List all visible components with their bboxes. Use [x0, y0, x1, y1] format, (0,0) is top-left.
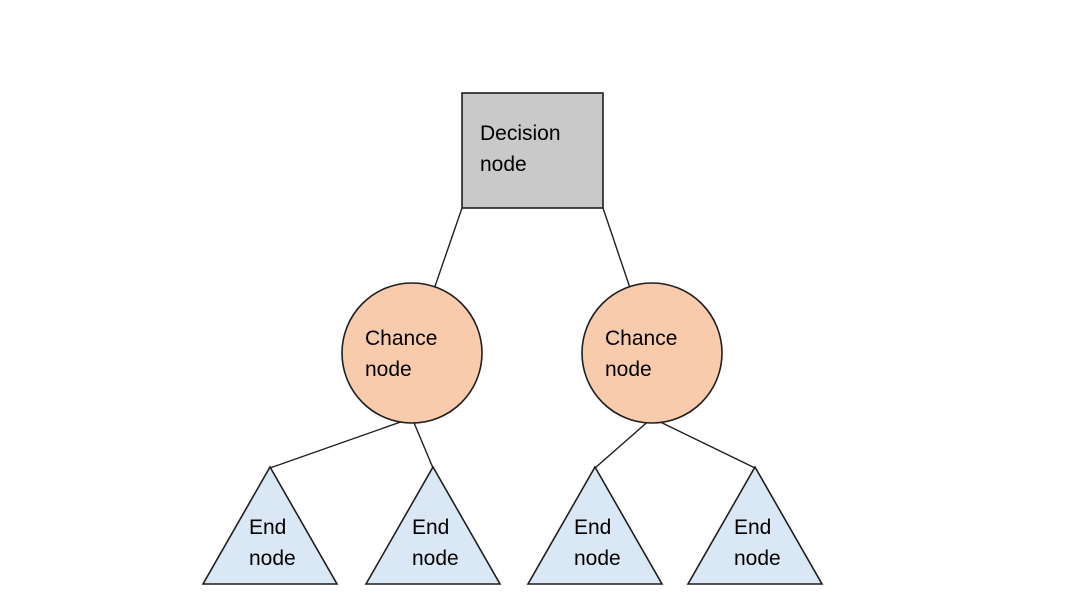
end-node-2-label: End node	[412, 516, 459, 570]
decision-node-label: Decision node	[480, 122, 561, 176]
end-node-4-shape	[686, 465, 824, 585]
chance-node-right-label: Chance node	[605, 327, 678, 381]
decision-node-shape	[461, 92, 604, 209]
end-node-2-shape	[364, 465, 502, 585]
edge-chance-right-to-end-3	[594, 417, 653, 469]
end-node-3-shape	[526, 465, 664, 585]
edge-chance-right-to-end-4	[651, 417, 756, 469]
edge-chance-left-to-end-2	[411, 417, 434, 469]
end-node-4-label: End node	[734, 516, 781, 570]
chance-node-left-shape	[341, 282, 483, 424]
chance-node-right-shape	[581, 282, 723, 424]
chance-node-left-label: Chance node	[365, 327, 438, 381]
end-node-1-shape	[201, 465, 339, 585]
end-node-1-label: End node	[249, 516, 296, 570]
edge-chance-left-to-end-1	[269, 417, 413, 469]
end-node-3-label: End node	[574, 516, 621, 570]
